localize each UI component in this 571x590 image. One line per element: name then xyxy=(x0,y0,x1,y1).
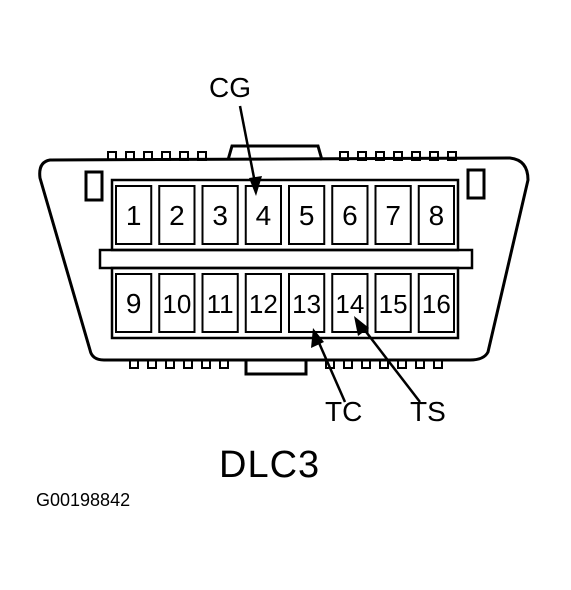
key-notch-bottom xyxy=(244,360,308,376)
bottom-pin-14: 14 xyxy=(331,273,369,333)
top-pin-8: 8 xyxy=(417,185,455,245)
callout-label-ts: TS xyxy=(410,396,446,427)
connector-housing xyxy=(38,156,530,362)
callout-arrow-tc xyxy=(311,328,347,403)
latch-left xyxy=(84,170,104,202)
connector-title: DLC3 xyxy=(219,444,321,486)
callout-arrow-ts xyxy=(354,316,421,403)
pin-number: 15 xyxy=(379,289,408,319)
pin-number: 12 xyxy=(249,289,278,319)
bottom-pin-15: 15 xyxy=(374,273,412,333)
top-pin-4: 4 xyxy=(244,185,282,245)
bottom-pin-9: 9 xyxy=(115,273,153,333)
pin-number: 10 xyxy=(162,289,191,319)
pin-number: 2 xyxy=(169,200,185,231)
housing-bottom-teeth xyxy=(129,359,443,369)
bottom-pin-11: 11 xyxy=(201,273,239,333)
top-pin-2: 2 xyxy=(158,185,196,245)
pin-number: 14 xyxy=(335,289,364,319)
pin-number: 4 xyxy=(256,200,272,231)
pin-number: 16 xyxy=(422,289,451,319)
pin-number: 5 xyxy=(299,200,315,231)
pin-number: 1 xyxy=(126,200,142,231)
callout-label-tc: TC xyxy=(325,396,363,427)
top-pin-5: 5 xyxy=(288,185,326,245)
pin-number: 11 xyxy=(207,289,234,319)
pin-block-top xyxy=(110,178,460,252)
pin-number: 8 xyxy=(429,200,445,231)
top-pin-7: 7 xyxy=(374,185,412,245)
pin-number: 7 xyxy=(385,200,401,231)
callout-arrow-cg xyxy=(238,105,262,196)
key-notch-top xyxy=(226,144,324,161)
callout-label-cg: CG xyxy=(209,72,251,103)
pin-number: 3 xyxy=(212,200,228,231)
bottom-pin-10: 10 xyxy=(158,273,196,333)
top-pin-6: 6 xyxy=(331,185,369,245)
bottom-pin-13: 13 xyxy=(288,273,326,333)
pin-number: 9 xyxy=(126,288,142,319)
top-pin-3: 3 xyxy=(201,185,239,245)
top-pin-1: 1 xyxy=(115,185,153,245)
latch-right xyxy=(466,168,486,200)
pin-number: 13 xyxy=(292,289,321,319)
center-divider-bar xyxy=(98,248,474,270)
housing-top-teeth xyxy=(107,151,457,161)
figure-id: G00198842 xyxy=(36,490,131,510)
bottom-pin-16: 16 xyxy=(417,273,455,333)
bottom-pin-12: 12 xyxy=(244,273,282,333)
pin-number: 6 xyxy=(342,200,358,231)
